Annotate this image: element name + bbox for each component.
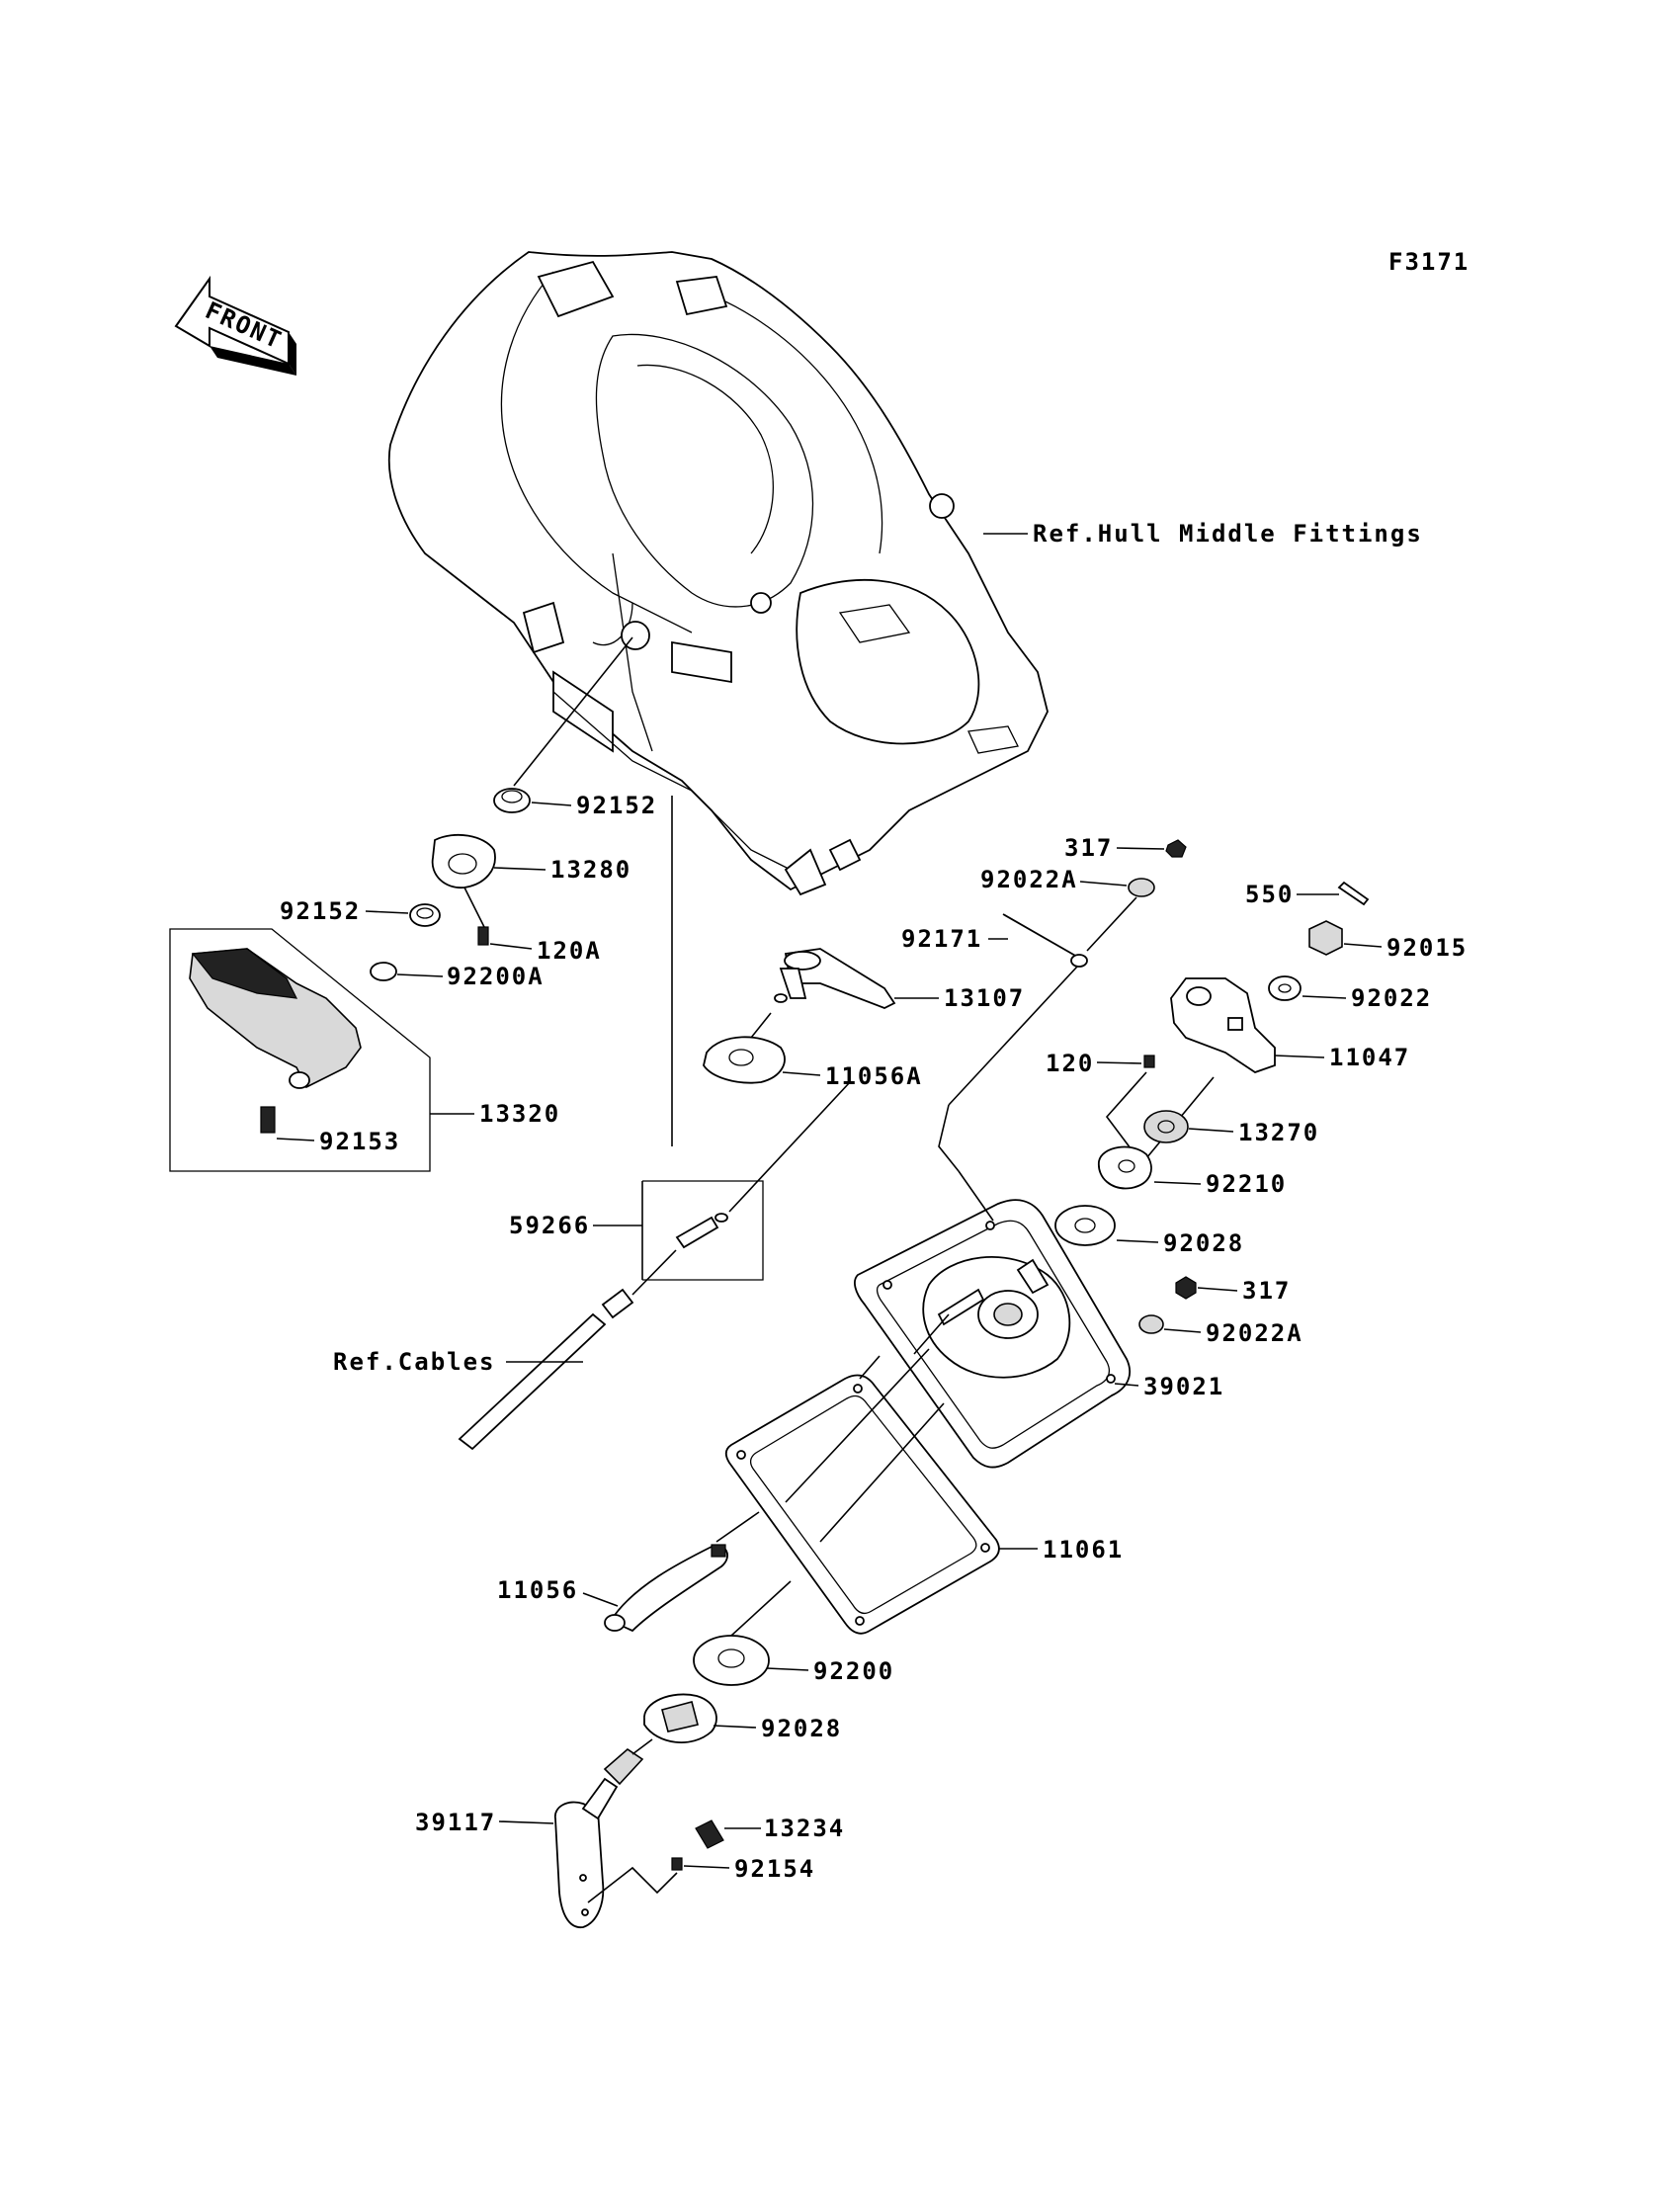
callout-92028-top: 92028 xyxy=(1163,1229,1244,1257)
part-11056A xyxy=(671,796,821,1146)
ref-cables-label: Ref.Cables xyxy=(333,1348,496,1376)
callout-92152-left: 92152 xyxy=(280,897,361,925)
part-13320-group xyxy=(169,928,474,1172)
callout-13280: 13280 xyxy=(550,856,631,884)
part-550 xyxy=(1297,881,1370,906)
part-92200 xyxy=(693,1580,809,1686)
callout-92022A-top: 92022A xyxy=(980,866,1078,893)
callout-317-top: 317 xyxy=(1064,834,1113,862)
part-39117 xyxy=(498,1738,678,1928)
callout-59266: 59266 xyxy=(509,1212,590,1239)
callout-92022: 92022 xyxy=(1351,984,1432,1012)
front-arrow-icon: FRONT xyxy=(174,275,296,376)
part-59266-group xyxy=(593,1081,851,1281)
callout-92015: 92015 xyxy=(1386,934,1468,962)
part-317-top xyxy=(1116,839,1187,858)
callout-92200A: 92200A xyxy=(447,963,545,990)
front-arrow-label: FRONT xyxy=(202,296,288,355)
part-92022 xyxy=(1268,975,1347,1001)
callout-39021: 39021 xyxy=(1143,1373,1224,1400)
part-92171 xyxy=(948,896,1137,1106)
part-92028-top xyxy=(1054,1205,1159,1246)
callout-120: 120 xyxy=(1046,1050,1094,1077)
part-92015 xyxy=(1308,920,1383,956)
figure-code: F3171 xyxy=(1388,248,1470,276)
callout-92153: 92153 xyxy=(319,1128,400,1155)
part-92152-left xyxy=(365,903,441,927)
hull-illustration xyxy=(387,251,1049,896)
part-120 xyxy=(1096,1055,1155,1157)
callout-120A: 120A xyxy=(537,937,602,965)
callout-92022A-mid: 92022A xyxy=(1206,1319,1303,1347)
callout-13234: 13234 xyxy=(764,1815,845,1842)
part-120A xyxy=(463,887,533,950)
callout-13270: 13270 xyxy=(1238,1119,1319,1146)
callout-13320: 13320 xyxy=(479,1100,560,1128)
part-11056 xyxy=(582,1511,760,1633)
part-39021 xyxy=(854,1104,1139,1469)
part-92022A-top xyxy=(1079,878,1155,897)
part-13107 xyxy=(750,948,939,1039)
callout-92171: 92171 xyxy=(901,925,982,953)
callout-13107: 13107 xyxy=(944,984,1025,1012)
part-13280 xyxy=(431,833,546,888)
part-92028-low xyxy=(643,1693,757,1743)
part-92200A xyxy=(370,962,444,981)
callout-550: 550 xyxy=(1245,881,1294,908)
part-92210 xyxy=(1098,1145,1202,1190)
part-13270 xyxy=(1143,1110,1234,1143)
part-317-mid xyxy=(1175,1276,1238,1300)
callout-11047: 11047 xyxy=(1329,1044,1410,1071)
part-13234 xyxy=(695,1819,761,1849)
part-92022A-mid xyxy=(1138,1314,1202,1334)
callout-92028-low: 92028 xyxy=(761,1715,842,1742)
callout-39117: 39117 xyxy=(415,1809,496,1836)
callout-92154: 92154 xyxy=(734,1855,815,1883)
callout-92152-top: 92152 xyxy=(576,792,657,819)
cable-illustration xyxy=(458,1249,677,1451)
callout-92200: 92200 xyxy=(813,1657,894,1685)
callout-11056: 11056 xyxy=(497,1576,578,1604)
ref-hull-label: Ref.Hull Middle Fittings xyxy=(1033,520,1423,548)
part-11061 xyxy=(724,1348,1038,1635)
callout-11061: 11061 xyxy=(1043,1536,1124,1563)
callout-317-mid: 317 xyxy=(1242,1277,1291,1305)
callout-92210: 92210 xyxy=(1206,1170,1287,1198)
part-92152-top xyxy=(493,636,633,813)
callout-11056A: 11056A xyxy=(825,1062,923,1090)
part-92154 xyxy=(671,1857,730,1871)
part-11047 xyxy=(1145,977,1325,1159)
